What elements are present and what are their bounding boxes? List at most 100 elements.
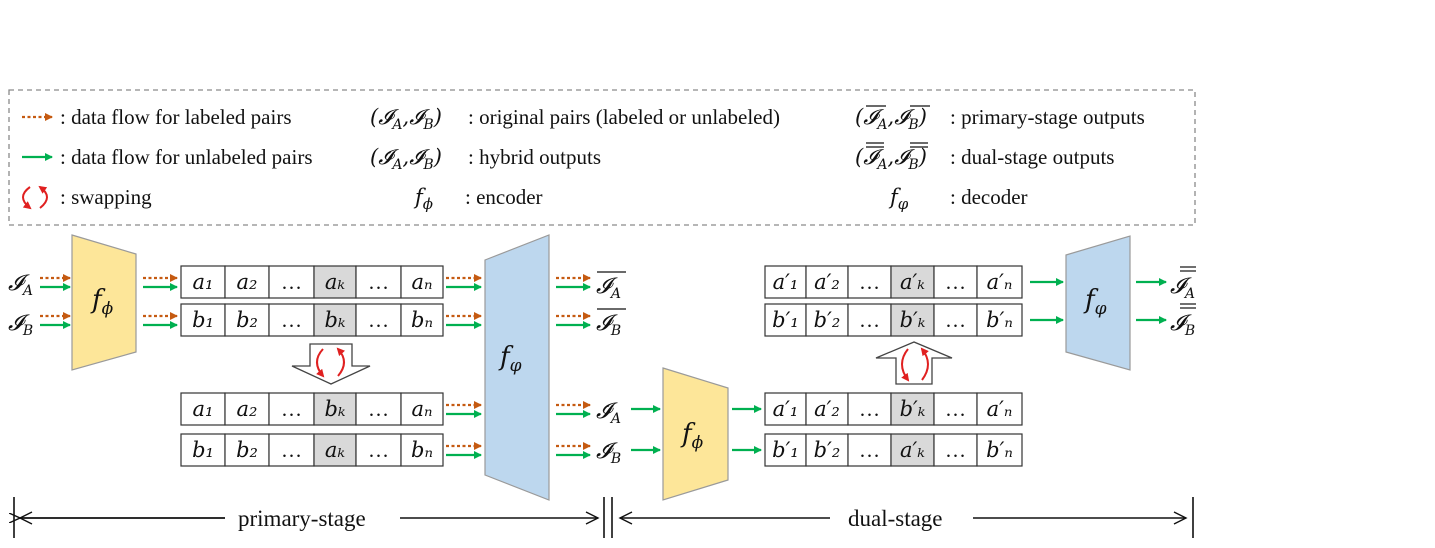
encoder-dual	[662, 367, 729, 501]
latent-cell	[933, 392, 978, 426]
latent-cell	[976, 303, 1023, 337]
latent-cell	[313, 392, 357, 426]
output-primary-a: 𝓘A	[596, 274, 621, 302]
stage-primary-label: primary-stage	[238, 506, 366, 531]
latent-cell-label: a₂	[237, 397, 258, 421]
latent-cell-label: b′ₖ	[900, 308, 926, 332]
legend-unlabeled-text: : data flow for unlabeled pairs	[60, 145, 313, 169]
latent-cell	[933, 433, 978, 467]
latent-cell-label: a′₂	[814, 397, 840, 421]
latent-cell-label: …	[368, 438, 389, 462]
latent-cell	[355, 265, 402, 299]
latent-cell	[764, 433, 807, 467]
legend-box	[8, 89, 1196, 226]
latent-cell	[224, 265, 270, 299]
latent-cell-label: …	[859, 270, 880, 294]
legend-original-text: : original pairs (labeled or unlabeled)	[468, 105, 780, 129]
legend-dual-symbol: (𝓘A,𝓘B)	[855, 145, 927, 173]
encoder-primary	[71, 234, 137, 371]
legend-original-symbol: (𝓘A,𝓘B)	[370, 105, 442, 133]
output-dual-a: 𝓘A	[1170, 274, 1195, 302]
latent-cell	[976, 433, 1023, 467]
latent-cell-label: aₖ	[325, 438, 346, 462]
latent-cell-label: aₙ	[411, 270, 432, 294]
latent-cell-label: b₂	[236, 308, 258, 332]
latent-cell	[400, 433, 444, 467]
legend-encoder-text: : encoder	[465, 185, 543, 209]
latent-cell	[764, 303, 807, 337]
latent-cell-label: b₁	[192, 308, 214, 332]
latent-cell-label: bₖ	[324, 308, 345, 332]
latent-cell	[313, 303, 357, 337]
latent-cell	[976, 392, 1023, 426]
latent-cell-label: aₙ	[411, 397, 432, 421]
latent-cell	[400, 392, 444, 426]
legend-primary-symbol: (𝓘A,𝓘B)	[855, 105, 927, 133]
latent-cell-label: …	[945, 397, 966, 421]
stage-spans: primary-stage dual-stage	[14, 497, 1194, 538]
latent-cell-label: b₂	[236, 438, 258, 462]
legend-hybrid-text: : hybrid outputs	[468, 145, 601, 169]
latent-cell	[976, 265, 1023, 299]
input-ib: 𝓘B	[8, 311, 33, 339]
latent-cell-label: b′₂	[814, 438, 841, 462]
latent-cell	[890, 392, 935, 426]
latent-cell	[847, 265, 892, 299]
latent-cell-label: bₖ	[324, 397, 345, 421]
latent-cell-label: …	[281, 438, 302, 462]
latent-cell-label: …	[945, 438, 966, 462]
latent-cell-label: …	[368, 270, 389, 294]
primary-outputs: 𝓘A 𝓘B	[596, 271, 626, 339]
decoder-primary	[484, 234, 550, 501]
latent-cell	[890, 265, 935, 299]
latent-cell-label: …	[368, 308, 389, 332]
latent-cell	[805, 265, 849, 299]
latent-cell-label: a₁	[193, 397, 214, 421]
latent-cell-label: b′ₙ	[986, 438, 1013, 462]
latent-cell	[268, 433, 315, 467]
latent-cell-label: bₙ	[411, 438, 433, 462]
output-hybrid-b: 𝓘̈B	[596, 439, 621, 467]
latent-cell	[180, 303, 226, 337]
output-dual-b: 𝓘B	[1170, 311, 1195, 339]
swap-down-arrow	[291, 343, 371, 385]
legend-decoder-symbol: fφ	[888, 185, 909, 213]
latent-cell	[764, 265, 807, 299]
latent-cell-label: a′ₙ	[987, 397, 1013, 421]
latent-cell	[933, 303, 978, 337]
output-primary-b: 𝓘B	[596, 311, 621, 339]
latent-cell	[847, 303, 892, 337]
latent-cell-label: …	[859, 438, 880, 462]
latent-cell-label: …	[859, 397, 880, 421]
latent-cell-label: …	[281, 270, 302, 294]
latent-cell-label: b′ₙ	[986, 308, 1013, 332]
stage-dual-label: dual-stage	[848, 506, 943, 531]
latent-cell	[890, 433, 935, 467]
legend-swap-text: : swapping	[60, 185, 152, 209]
latent-cell-label: a₂	[237, 270, 258, 294]
latent-cell	[355, 433, 402, 467]
latent-cell	[805, 433, 849, 467]
legend-decoder-text: : decoder	[950, 185, 1028, 209]
latent-cell	[805, 392, 849, 426]
latent-cell-label: a₁	[193, 270, 214, 294]
dual-outputs: 𝓘A 𝓘B	[1170, 266, 1196, 339]
swap-up-arrow	[875, 341, 953, 385]
latent-cell-label: bₙ	[411, 308, 433, 332]
output-hybrid-a: 𝓘̈A	[596, 399, 621, 427]
legend-hybrid-symbol: (𝓘̈A,𝓘̈B)	[370, 145, 442, 173]
latent-cell-label: a′₁	[773, 397, 799, 421]
latent-cell-label: a′ₖ	[900, 438, 925, 462]
latent-cell	[400, 265, 444, 299]
latent-cell-label: …	[368, 397, 389, 421]
latent-cell	[933, 265, 978, 299]
latent-cell-label: a′ₙ	[987, 270, 1013, 294]
latent-cell-label: b′ₖ	[900, 397, 926, 421]
latent-cell-label: b′₁	[772, 438, 799, 462]
legend: : data flow for labeled pairs : data flo…	[22, 105, 1145, 213]
latent-cell-label: …	[281, 308, 302, 332]
latent-cell	[890, 303, 935, 337]
latent-cell	[180, 265, 226, 299]
latent-cell	[400, 303, 444, 337]
